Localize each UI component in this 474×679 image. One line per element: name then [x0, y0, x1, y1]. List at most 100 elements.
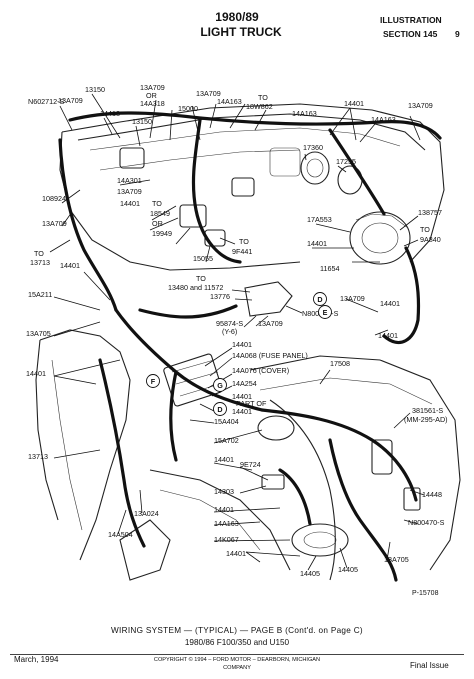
part-label: 15A404	[214, 417, 239, 426]
figure-number: P-15708	[412, 590, 439, 597]
part-label: 138757	[418, 208, 442, 217]
header-section: SECTION 145	[383, 29, 438, 39]
part-label: 19949	[152, 229, 172, 238]
part-label: 14405	[338, 565, 358, 574]
part-label: 13A705	[26, 329, 51, 338]
part-label: 14401	[214, 455, 234, 464]
part-label: TO	[420, 225, 430, 234]
part-label: 18W862	[246, 102, 273, 111]
part-label: 13150	[85, 85, 105, 94]
part-label: 15055	[193, 254, 213, 263]
title-year: 1980/89	[215, 10, 259, 24]
part-label: 381561-S	[412, 406, 443, 415]
callout-letter: D	[317, 295, 322, 304]
part-label: TO	[34, 249, 44, 258]
part-label: 9A840	[420, 235, 441, 244]
part-label: 14A076 (COVER)	[232, 366, 289, 375]
footer-divider	[10, 654, 464, 655]
part-label: 17360	[303, 143, 323, 152]
part-label: 14401	[307, 239, 327, 248]
callout-circle	[313, 292, 327, 306]
callout-circle	[146, 374, 160, 388]
part-label: 15A702	[214, 436, 239, 445]
callout-letter: D	[217, 405, 222, 414]
part-label: 17508	[330, 359, 350, 368]
copyright-line: COMPANY	[223, 665, 251, 671]
part-label: 13A709	[140, 83, 165, 92]
part-label: 15A211	[28, 290, 52, 299]
part-label: (MM-295-AD)	[404, 415, 448, 424]
caption-title: WIRING SYSTEM — (TYPICAL) — PAGE B (Cont…	[111, 626, 363, 635]
part-label: OR	[152, 219, 163, 228]
callout-letter: F	[151, 377, 156, 386]
part-label: 13A024	[134, 509, 159, 518]
header-illustration: ILLUSTRATION	[380, 15, 442, 25]
callout-letters: D E F G D	[146, 292, 332, 416]
part-label: 95874-S	[216, 319, 243, 328]
part-label: TO	[196, 274, 206, 283]
part-label: 14A163	[371, 115, 396, 124]
part-label: 14303	[214, 487, 234, 496]
callout-circle	[318, 305, 332, 319]
part-label: 108924	[42, 194, 66, 203]
footer-copyright: COPYRIGHT © 1994 – FORD MOTOR – DEARBORN…	[130, 656, 344, 672]
part-label: 15000	[178, 104, 198, 113]
part-label: 11654	[320, 264, 339, 273]
part-label: 14401	[214, 505, 234, 514]
part-label: TO	[152, 199, 162, 208]
part-label: 13A705	[384, 555, 409, 564]
callout-letter: G	[217, 381, 223, 390]
header-page-number: 9	[455, 29, 460, 39]
footer-date: March, 1994	[14, 655, 59, 664]
callout-letter: E	[323, 308, 328, 317]
part-label: 13A709	[196, 89, 221, 98]
part-label: 13A709	[408, 101, 433, 110]
title-model: LIGHT TRUCK	[200, 25, 282, 39]
part-label: 13A709	[117, 187, 142, 196]
leader-lines	[49, 93, 425, 571]
part-label: 14401	[378, 331, 398, 340]
part-label: 13480 and 11572	[168, 283, 223, 292]
part-label: 14401	[120, 199, 140, 208]
part-label: 14405	[300, 569, 320, 578]
part-label: 14401	[226, 549, 246, 558]
part-label: 14401	[232, 392, 252, 401]
part-label: 14401	[380, 299, 400, 308]
part-label: 14401	[344, 99, 364, 108]
part-label: 14A318	[140, 99, 165, 108]
part-label: 14A254	[232, 379, 257, 388]
part-label: TO	[258, 93, 268, 102]
part-label: 13713	[30, 258, 50, 267]
copyright-line: COPYRIGHT © 1994 – FORD MOTOR – DEARBORN…	[153, 657, 321, 663]
part-label: 14401	[232, 340, 252, 349]
wiring-harness	[58, 111, 442, 582]
part-label: 14401	[60, 261, 80, 270]
footer-issue: Final Issue	[410, 661, 449, 670]
part-label: 13A709	[58, 96, 83, 105]
part-label: OR	[146, 91, 157, 100]
part-label: N602712-S	[28, 97, 65, 106]
part-label: 17255	[336, 157, 356, 166]
part-label: 17A553	[307, 215, 332, 224]
part-label: 14413	[100, 109, 120, 118]
part-label: 14A163	[292, 109, 317, 118]
part-label: 9F441	[232, 247, 252, 256]
part-label: 13A709	[258, 319, 283, 328]
part-label: 13150	[132, 117, 152, 126]
caption-subtitle: 1980/86 F100/350 and U150	[184, 638, 290, 647]
part-label: 14A163	[214, 519, 239, 528]
part-label: 13A709	[340, 294, 365, 303]
part-label: 14448	[422, 490, 442, 499]
callout-circle	[213, 402, 227, 416]
part-label: N800470-S	[408, 518, 445, 527]
part-label: 13A709	[42, 219, 67, 228]
part-label: 14401	[232, 407, 252, 416]
part-label: 14A068 (FUSE PANEL)	[232, 351, 308, 360]
part-label: TO	[239, 237, 249, 246]
callout-circle	[213, 378, 227, 392]
part-label: PART OF	[236, 399, 267, 408]
part-label: 18549	[150, 209, 170, 218]
part-label: 14K067	[214, 535, 239, 544]
part-labels: 13150 13A709 OR 14A318 13A709 N602712-S …	[26, 83, 448, 578]
